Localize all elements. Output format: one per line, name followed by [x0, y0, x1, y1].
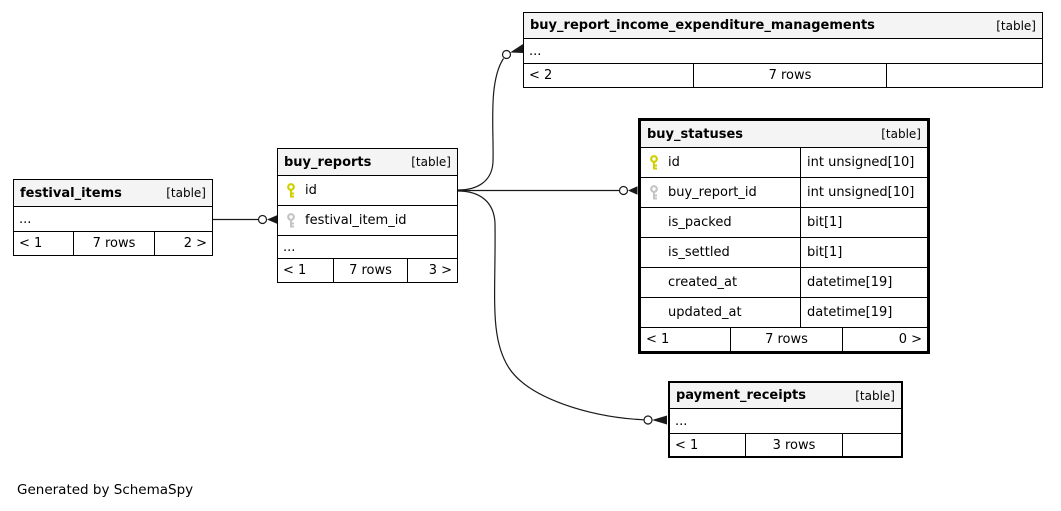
table-name-link[interactable]: festival_items: [20, 185, 122, 201]
footer-children-count: [886, 64, 1042, 87]
table-footer: < 1 7 rows 2 >: [14, 231, 212, 255]
column-name: id: [668, 155, 680, 170]
footer-children-count: 3 >: [407, 259, 457, 282]
column-name: festival_item_id: [305, 213, 407, 228]
column-type: int unsigned[10]: [807, 185, 915, 200]
footer-parents-count: < 1: [283, 263, 307, 278]
edge-buy-reports-to-buy-statuses: [458, 185, 638, 196]
column-row-is-settled: is_settled bit[1]: [641, 237, 927, 267]
foreign-key-icon: [648, 184, 660, 201]
hidden-columns-row: ...: [14, 206, 212, 231]
footer-row-count: 7 rows: [73, 232, 154, 255]
primary-key-icon: [285, 182, 297, 199]
table-name-link[interactable]: buy_reports: [284, 154, 372, 170]
no-key-spacer: [648, 305, 660, 321]
footer-row-count: 7 rows: [693, 64, 886, 87]
no-key-spacer: [648, 215, 660, 231]
column-row-updated-at: updated_at datetime[19]: [641, 297, 927, 327]
edge-buy-reports-to-payment-receipts: [457, 190, 667, 425]
footer-children-count: 0 >: [842, 328, 927, 351]
table-footer: < 1 7 rows 3 >: [278, 258, 457, 282]
table-header: festival_items [table]: [14, 180, 212, 206]
table-footer: < 1 3 rows: [670, 433, 901, 456]
table-header: buy_statuses [table]: [641, 121, 927, 147]
table-buy-report-income-expenditure-managements: buy_report_income_expenditure_management…: [523, 12, 1043, 88]
column-name: updated_at: [668, 305, 742, 320]
column-type: bit[1]: [807, 215, 843, 230]
table-buy-statuses: buy_statuses [table] id int unsigned[10]: [638, 118, 930, 354]
foreign-key-icon: [285, 212, 297, 229]
footer-children-count: 2 >: [154, 232, 212, 255]
footer-row-count: 7 rows: [730, 328, 842, 351]
table-festival-items: festival_items [table] ... < 1 7 rows 2 …: [13, 179, 213, 256]
no-key-spacer: [648, 275, 660, 291]
column-type: datetime[19]: [807, 275, 893, 290]
column-type: bit[1]: [807, 245, 843, 260]
table-name-link[interactable]: payment_receipts: [676, 388, 806, 403]
generated-by-note: Generated by SchemaSpy: [17, 482, 194, 498]
hidden-columns-row: ...: [670, 408, 901, 433]
table-name-link[interactable]: buy_report_income_expenditure_management…: [530, 18, 875, 33]
footer-parents-count: < 1: [646, 332, 670, 347]
table-header: buy_reports [table]: [278, 149, 457, 175]
column-row-festival-item-id: festival_item_id: [278, 205, 457, 235]
column-row-id: id: [278, 175, 457, 205]
table-header: payment_receipts [table]: [670, 383, 901, 408]
column-type: int unsigned[10]: [807, 155, 915, 170]
table-footer: < 1 7 rows 0 >: [641, 327, 927, 351]
edge-buy-reports-to-managements: [457, 44, 523, 191]
footer-children-count: [842, 434, 901, 456]
hidden-columns-row: ...: [278, 235, 457, 258]
table-tag: [table]: [996, 18, 1036, 33]
footer-parents-count: < 2: [529, 68, 553, 83]
column-row-buy-report-id: buy_report_id int unsigned[10]: [641, 177, 927, 207]
table-tag: [table]: [855, 388, 895, 403]
footer-row-count: 3 rows: [745, 434, 842, 456]
table-tag: [table]: [166, 186, 206, 200]
edge-festival-items-to-buy-reports: [213, 214, 277, 225]
column-name: is_settled: [668, 245, 730, 260]
footer-row-count: 7 rows: [333, 259, 407, 282]
footer-parents-count: < 1: [675, 437, 699, 453]
hidden-columns-row: ...: [524, 38, 1042, 63]
table-name-link[interactable]: buy_statuses: [647, 126, 744, 142]
table-tag: [table]: [411, 155, 451, 169]
column-type: datetime[19]: [807, 305, 893, 320]
table-tag: [table]: [881, 127, 921, 141]
footer-parents-count: < 1: [19, 236, 43, 251]
column-name: created_at: [668, 275, 738, 290]
column-name: id: [305, 183, 317, 198]
column-row-is-packed: is_packed bit[1]: [641, 207, 927, 237]
column-name: buy_report_id: [668, 185, 757, 200]
table-header: buy_report_income_expenditure_management…: [524, 13, 1042, 38]
column-row-id: id int unsigned[10]: [641, 147, 927, 177]
table-buy-reports: buy_reports [table] id: [277, 148, 458, 283]
column-name: is_packed: [668, 215, 732, 230]
no-key-spacer: [648, 245, 660, 261]
table-footer: < 2 7 rows: [524, 63, 1042, 87]
column-row-created-at: created_at datetime[19]: [641, 267, 927, 297]
primary-key-icon: [648, 154, 660, 171]
table-payment-receipts: payment_receipts [table] ... < 1 3 rows: [668, 381, 903, 458]
